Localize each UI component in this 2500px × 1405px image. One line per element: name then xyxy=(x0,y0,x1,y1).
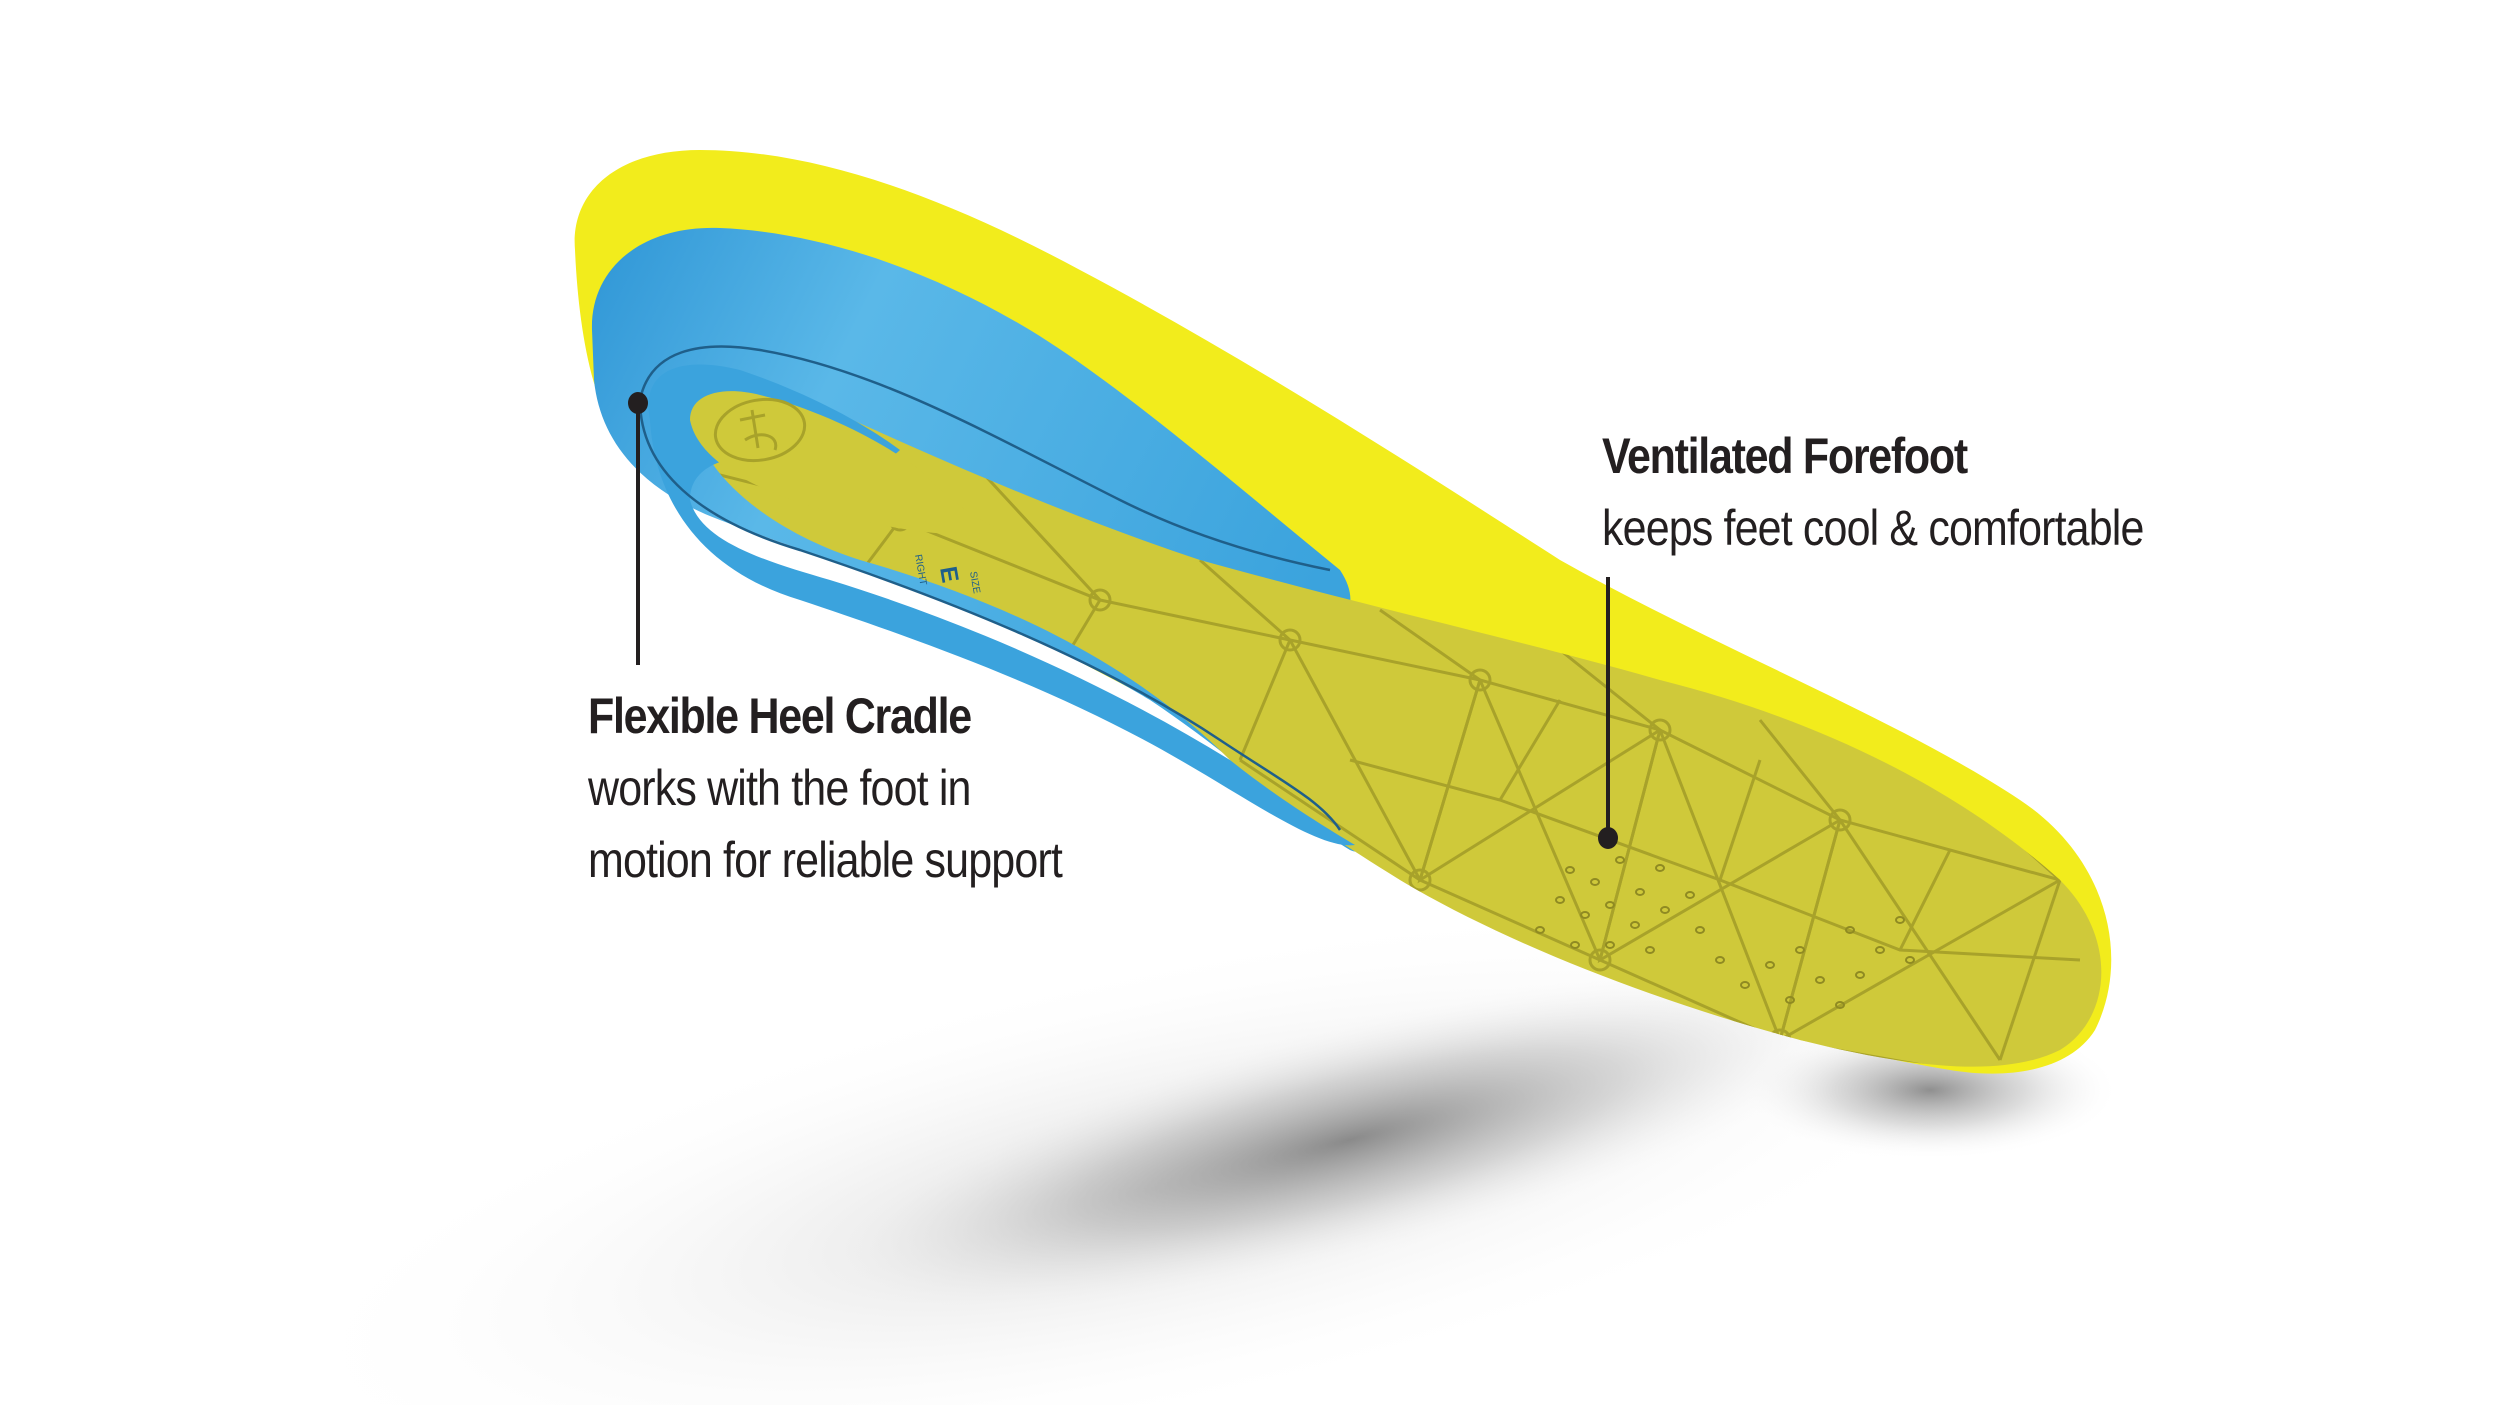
callout-heel-pointer xyxy=(628,392,648,665)
heel-markings: RIGHT E SIZE xyxy=(912,554,982,595)
callout-heel-dot xyxy=(628,392,648,414)
callout-forefoot-title: Ventilated Forefoot xyxy=(1602,428,1968,484)
callout-forefoot: Ventilated Forefoot keeps feet cool & co… xyxy=(1602,420,2232,564)
logo-emblem-icon xyxy=(713,397,807,463)
callout-forefoot-line-1: keeps feet cool & comfortable xyxy=(1602,500,2144,556)
ground-shadow xyxy=(268,897,2120,1405)
callout-heel-title: Flexible Heel Cradle xyxy=(588,688,972,744)
heel-pocket xyxy=(690,391,1000,535)
callout-heel-line-2: motion for reliable support xyxy=(588,832,1063,888)
callout-heel-line-1: works with the foot in xyxy=(588,760,971,816)
callout-heel: Flexible Heel Cradle works with the foot… xyxy=(588,680,1139,896)
heel-side-label: RIGHT xyxy=(912,554,928,587)
heel-size-letter: E xyxy=(934,564,963,584)
heel-seam-line xyxy=(638,345,1331,572)
heel-seam-line-lower xyxy=(638,399,1342,831)
ventilation-holes xyxy=(1535,856,1915,1009)
heel-size-label: SIZE xyxy=(967,571,982,595)
callout-forefoot-dot xyxy=(1598,827,1618,849)
callout-forefoot-pointer xyxy=(1598,577,1618,849)
